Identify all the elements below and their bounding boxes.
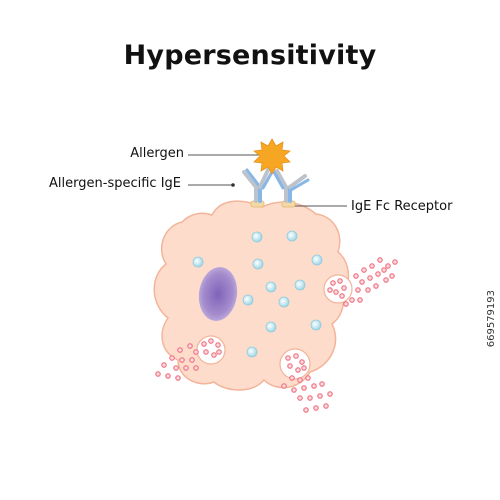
granule-icon [252, 258, 264, 270]
mediator-icon [381, 267, 387, 273]
mediator-icon [301, 385, 307, 391]
antibody-icon [272, 169, 310, 203]
mediator-icon [392, 259, 398, 265]
mediator-icon [307, 395, 313, 401]
mediators [155, 257, 398, 413]
mediator-icon [281, 383, 287, 389]
mediator-icon [343, 301, 349, 307]
mediator-icon [367, 275, 373, 281]
mediator-icon [337, 278, 343, 284]
mediator-icon [365, 287, 371, 293]
mediator-icon [287, 363, 293, 369]
mediator-icon [295, 367, 301, 373]
allergen-label: Allergen [130, 146, 184, 161]
mediator-icon [289, 375, 295, 381]
mediator-icon [285, 355, 291, 361]
mediator-icon [161, 362, 167, 368]
granule-icon [278, 296, 290, 308]
granule-icon [242, 294, 254, 306]
granule-icon [192, 256, 204, 268]
mediator-icon [341, 285, 347, 291]
mediator-icon [327, 391, 333, 397]
mediator-icon [317, 393, 323, 399]
mediator-icon [333, 289, 339, 295]
granule-icon [265, 321, 277, 333]
mediator-icon [327, 287, 333, 293]
mediator-icon [319, 381, 325, 387]
allergen-icon [253, 138, 291, 175]
allergen-specific-ige-label: Allergen-specific IgE [49, 176, 181, 191]
mediator-icon [353, 273, 359, 279]
mediator-icon [216, 349, 222, 355]
mediator-icon [215, 342, 221, 348]
mediator-icon [175, 375, 181, 381]
mediator-icon [187, 343, 193, 349]
mediator-icon [369, 263, 375, 269]
mediator-icon [389, 273, 395, 279]
mediator-icon [179, 357, 185, 363]
ige-fc-receptor-label: IgE Fc Receptor [351, 199, 453, 214]
nucleus-icon [198, 267, 238, 321]
mediator-icon [193, 365, 199, 371]
granule-icon [294, 279, 306, 291]
mediator-icon [208, 338, 214, 344]
watermark-id: 669579193 [486, 290, 497, 348]
mediator-icon [291, 387, 297, 393]
mediator-icon [297, 395, 303, 401]
mediator-icon [177, 347, 183, 353]
mediator-icon [383, 277, 389, 283]
mediator-icon [155, 371, 161, 377]
mediator-icon [339, 293, 345, 299]
mediator-icon [361, 267, 367, 273]
granule-icon [265, 281, 277, 293]
mediator-icon [373, 283, 379, 289]
mediator-icon [323, 403, 329, 409]
mediator-icon [201, 341, 207, 347]
mediator-icon [193, 349, 199, 355]
mediator-icon [311, 383, 317, 389]
mediator-icon [293, 353, 299, 359]
mediator-icon [377, 257, 383, 263]
mediator-icon [173, 365, 179, 371]
mediator-icon [385, 263, 391, 269]
mediator-icon [303, 407, 309, 413]
mediator-icon [203, 349, 209, 355]
granule-icon [310, 319, 322, 331]
mediator-icon [299, 359, 305, 365]
diagram-title: Hypersensitivity [123, 40, 377, 71]
mediator-icon [301, 365, 307, 371]
mediator-icon [375, 271, 381, 277]
mediator-icon [189, 357, 195, 363]
mediator-icon [211, 352, 217, 358]
mediator-icon [355, 287, 361, 293]
granule-icon [251, 231, 263, 243]
antibody-icon [242, 168, 274, 203]
granule-icon [311, 254, 323, 266]
granule-icon [286, 230, 298, 242]
granule-icon [246, 346, 258, 358]
granules [192, 230, 323, 358]
mediator-icon [330, 280, 336, 286]
mediator-icon [349, 297, 355, 303]
mediator-icon [169, 355, 175, 361]
mediator-icon [183, 365, 189, 371]
mediator-icon [313, 405, 319, 411]
mediator-icon [165, 373, 171, 379]
mediator-icon [305, 375, 311, 381]
mediator-icon [297, 377, 303, 383]
mediator-icon [357, 297, 363, 303]
mediator-icon [359, 279, 365, 285]
